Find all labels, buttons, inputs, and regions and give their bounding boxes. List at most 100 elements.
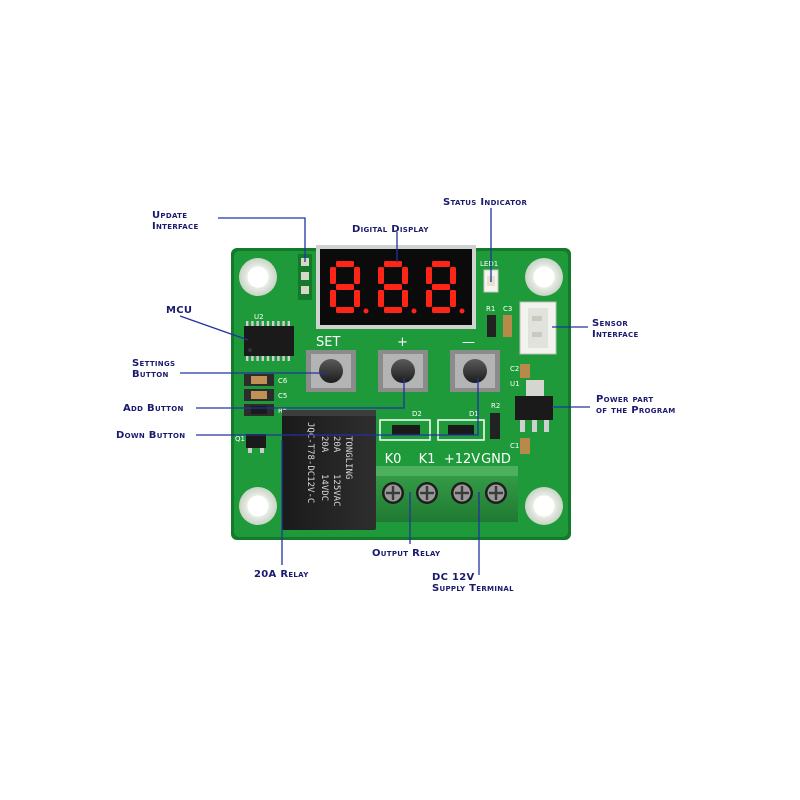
- relay-brand: TONGLING: [343, 436, 353, 479]
- down-button[interactable]: [450, 350, 500, 392]
- display-segment: [426, 267, 432, 284]
- add-button[interactable]: [378, 350, 428, 392]
- settings-button[interactable]: [306, 350, 356, 392]
- display-segment: [378, 267, 384, 284]
- callout-down-button: Down Button: [116, 430, 185, 441]
- display-segment: [336, 284, 354, 290]
- terminal-label: +12V: [444, 452, 480, 467]
- callout-sensor-interface-1: Sensor: [592, 318, 628, 329]
- terminal-screw: [416, 482, 438, 504]
- terminal-block: [376, 466, 518, 522]
- callout-output-relay: Output Relay: [372, 548, 441, 559]
- terminal-label: K0: [385, 452, 402, 467]
- display-segment: [432, 307, 450, 313]
- callout-supply-terminal-1: DC 12V: [432, 572, 475, 583]
- display-dot: [411, 308, 417, 314]
- terminal-screw: [485, 482, 507, 504]
- silk-c6: C6: [278, 377, 288, 385]
- display-segment: [336, 261, 354, 267]
- display-segment: [384, 307, 402, 313]
- display-segment: [336, 307, 354, 313]
- sensor-connector: [519, 301, 557, 355]
- relay-20a: TONGLING 20A 125VAC 20A 14VDC JQC-T78-DC…: [282, 410, 376, 530]
- capacitor-c1: [520, 438, 530, 454]
- terminal-screw: [382, 482, 404, 504]
- capacitor-c3: [503, 315, 512, 337]
- silk-led1: LED1: [480, 260, 498, 268]
- resistor-r6: [244, 404, 274, 416]
- callout-power-part-2: of the Program: [596, 405, 676, 416]
- label-set: SET: [316, 335, 340, 350]
- mounting-hole-top-right: [525, 258, 563, 296]
- display-segment: [432, 284, 450, 290]
- callout-sensor-interface-2: Interface: [592, 329, 639, 340]
- mounting-hole-bottom-right: [525, 487, 563, 525]
- callout-update-interface-2: Interface: [152, 221, 199, 232]
- display-dot: [363, 308, 369, 314]
- relay-voltage-b: 14VDC: [319, 474, 329, 501]
- silk-c3: C3: [503, 305, 512, 313]
- resistor-r2: [490, 413, 500, 439]
- digital-display: [316, 245, 476, 329]
- silk-r1: R1: [486, 305, 495, 313]
- callout-update-interface-1: Update: [152, 210, 187, 221]
- callout-settings-button-1: Settings: [132, 358, 175, 369]
- display-segment: [330, 267, 336, 284]
- display-digit: [378, 261, 417, 314]
- display-segment: [330, 290, 336, 307]
- callout-supply-terminal-2: Supply Terminal: [432, 583, 514, 594]
- callout-20a-relay: 20A Relay: [254, 569, 309, 580]
- silk-d1: D1: [469, 410, 479, 418]
- relay-model: JQC-T78-DC12V-C: [305, 422, 315, 503]
- relay-rating-a: 20A: [331, 436, 341, 453]
- terminal-screw: [451, 482, 473, 504]
- silk-q1: Q1: [235, 435, 245, 443]
- silk-c1: C1: [510, 442, 519, 450]
- silk-c5: C5: [278, 392, 287, 400]
- display-segment: [450, 290, 456, 307]
- callouts: Update Interface Digital Display Status …: [116, 197, 676, 594]
- silk-u2: U2: [254, 313, 264, 321]
- pcb-board: U2 LED1 R1 C3 C2 U1 C1: [231, 245, 571, 540]
- callout-settings-button-2: Button: [132, 369, 169, 380]
- display-segment: [402, 290, 408, 307]
- transistor-q1: [246, 434, 266, 453]
- callout-mcu: MCU: [166, 305, 192, 316]
- display-digits: [330, 261, 465, 314]
- capacitor-c2: [520, 364, 530, 378]
- display-segment: [432, 261, 450, 267]
- display-segment: [450, 267, 456, 284]
- terminal-label: K1: [419, 452, 436, 467]
- display-segment: [402, 267, 408, 284]
- resistor-r1: [487, 315, 496, 337]
- display-dot: [459, 308, 465, 314]
- display-digit: [426, 261, 465, 314]
- label-minus: —: [462, 335, 475, 350]
- callout-add-button: Add Button: [123, 403, 184, 414]
- relay-rating-b: 20A: [319, 436, 329, 453]
- mounting-hole-top-left: [239, 258, 277, 296]
- callout-digital-display: Digital Display: [352, 224, 429, 235]
- diode-d2: [379, 419, 431, 441]
- leader-lines: [179, 208, 590, 575]
- silk-r2: R2: [491, 402, 500, 410]
- display-segment: [378, 290, 384, 307]
- power-regulator: [515, 380, 553, 432]
- display-digit: [330, 261, 369, 314]
- silk-u1: U1: [510, 380, 520, 388]
- callout-power-part-1: Power part: [596, 394, 653, 405]
- capacitor-c6: [244, 374, 274, 386]
- label-plus: +: [397, 335, 408, 350]
- display-segment: [384, 261, 402, 267]
- display-segment: [354, 290, 360, 307]
- mcu-chip: [244, 321, 294, 361]
- display-segment: [354, 267, 360, 284]
- capacitor-c5: [244, 389, 274, 401]
- relay-voltage-a: 125VAC: [331, 474, 341, 507]
- terminal-label: GND: [481, 452, 511, 467]
- silk-d2: D2: [412, 410, 422, 418]
- silk-c2: C2: [510, 365, 519, 373]
- callout-status-indicator: Status Indicator: [443, 197, 528, 208]
